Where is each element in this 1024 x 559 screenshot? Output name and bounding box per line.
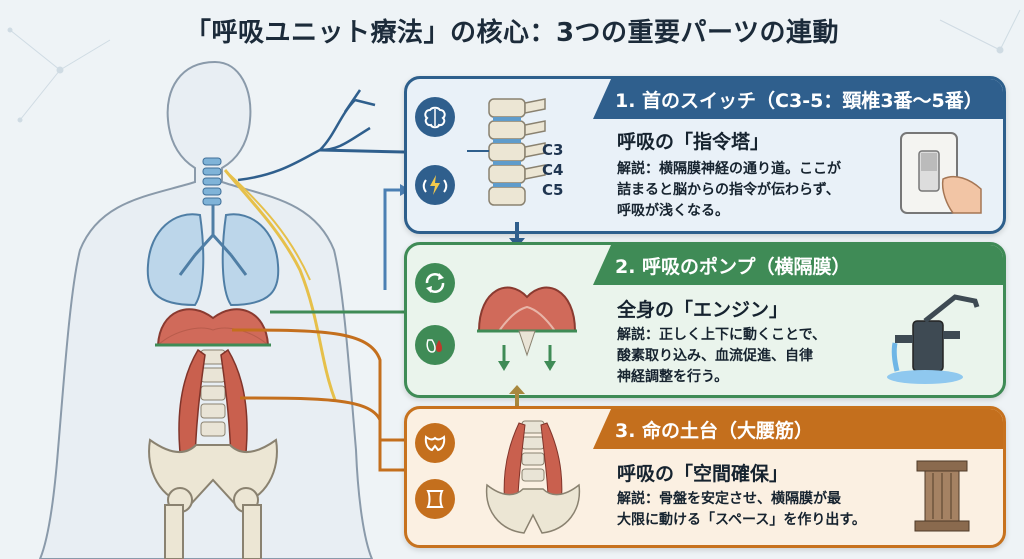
panel-2-desc-line: 解説：正しく上下に動くことで、 xyxy=(617,327,827,343)
page-title: 「呼吸ユニット療法」の核心：3つの重要パーツの連動 xyxy=(184,18,840,48)
arrow-to-panel3 xyxy=(239,396,404,442)
panel-diaphragm-pump: 2. 呼吸のポンプ（横隔膜） 全身の「エンジン」 解説：正しく上下に動くことで、… xyxy=(404,242,1006,398)
cervical-spine-illustration xyxy=(467,98,546,206)
panel-1-description: 解説：横隔膜神経の通り道。ここが 詰まると脳からの指令が伝わらず、 呼吸が浅くな… xyxy=(617,159,841,222)
human-body-illustration xyxy=(38,60,404,559)
pelvis xyxy=(148,438,278,513)
panel-3-desc-line: 大限に動ける「スペース」を作り出す。 xyxy=(617,512,866,528)
light-switch-icon xyxy=(900,132,982,214)
nerve-branch xyxy=(237,89,376,182)
panel-2-description: 解説：正しく上下に動くことで、 酸素取り込み、血流促進、自律 神経調整を行う。 xyxy=(617,325,826,388)
lumbar-spine xyxy=(200,349,226,437)
panel-1-desc-line: 解説：横隔膜神経の通り道。ここが xyxy=(617,161,841,177)
trachea xyxy=(202,157,222,206)
nerve-signal-icon xyxy=(415,165,455,205)
panel-1-desc-line: 詰まると脳からの指令が伝わらず、 xyxy=(617,182,840,198)
diaphragm xyxy=(155,308,271,347)
panel-3-desc-line: 解説：骨盤を安定させ、横隔膜が最 xyxy=(617,491,841,507)
pelvis-icon xyxy=(415,423,455,463)
panel-2-desc-line: 神経調整を行う。 xyxy=(617,369,729,385)
panel-1-subtitle: 呼吸の「指令塔」 xyxy=(617,131,770,153)
panel-neck-switch: 1. 首のスイッチ（C3-5：頸椎3番〜5番） C3 C4 C5 呼吸の「指令塔… xyxy=(404,76,1006,234)
cycle-icon xyxy=(415,263,455,303)
pillar-icon xyxy=(914,460,970,532)
panel-2-subtitle: 全身の「エンジン」 xyxy=(617,299,789,321)
water-pump-icon xyxy=(887,294,980,384)
panel-3-description: 解説：骨盤を安定させ、横隔膜が最 大限に動ける「スペース」を作り出す。 xyxy=(617,489,866,531)
diaphragm-illustration xyxy=(477,286,577,371)
panel-3-heading: 3. 命の土台（大腰筋） xyxy=(593,409,1003,449)
panel-3-subtitle: 呼吸の「空間確保」 xyxy=(617,463,789,485)
panel-2-heading: 2. 呼吸のポンプ（横隔膜） xyxy=(593,245,1003,285)
lumbar-pelvis-illustration xyxy=(485,420,581,534)
lungs xyxy=(146,205,280,307)
blood-drop-icon xyxy=(415,325,455,365)
arrow-to-panel1 xyxy=(319,148,404,154)
vertebra-label-c3: C3 xyxy=(542,141,564,159)
panel-1-heading: 1. 首のスイッチ（C3-5：頸椎3番〜5番） xyxy=(593,79,1003,119)
panel-2-desc-line: 酸素取り込み、血流促進、自律 xyxy=(617,348,813,364)
vertebra-label-c5: C5 xyxy=(542,181,564,199)
vertebra-label-c4: C4 xyxy=(542,161,564,179)
panel-psoas-foundation: 3. 命の土台（大腰筋） 呼吸の「空間確保」 解説：骨盤を安定させ、横隔膜が最 … xyxy=(404,406,1006,548)
psoas-muscles xyxy=(178,348,248,471)
brain-icon xyxy=(415,97,455,137)
panel-1-desc-line: 呼吸が浅くなる。 xyxy=(617,203,729,219)
space-icon xyxy=(415,479,455,519)
